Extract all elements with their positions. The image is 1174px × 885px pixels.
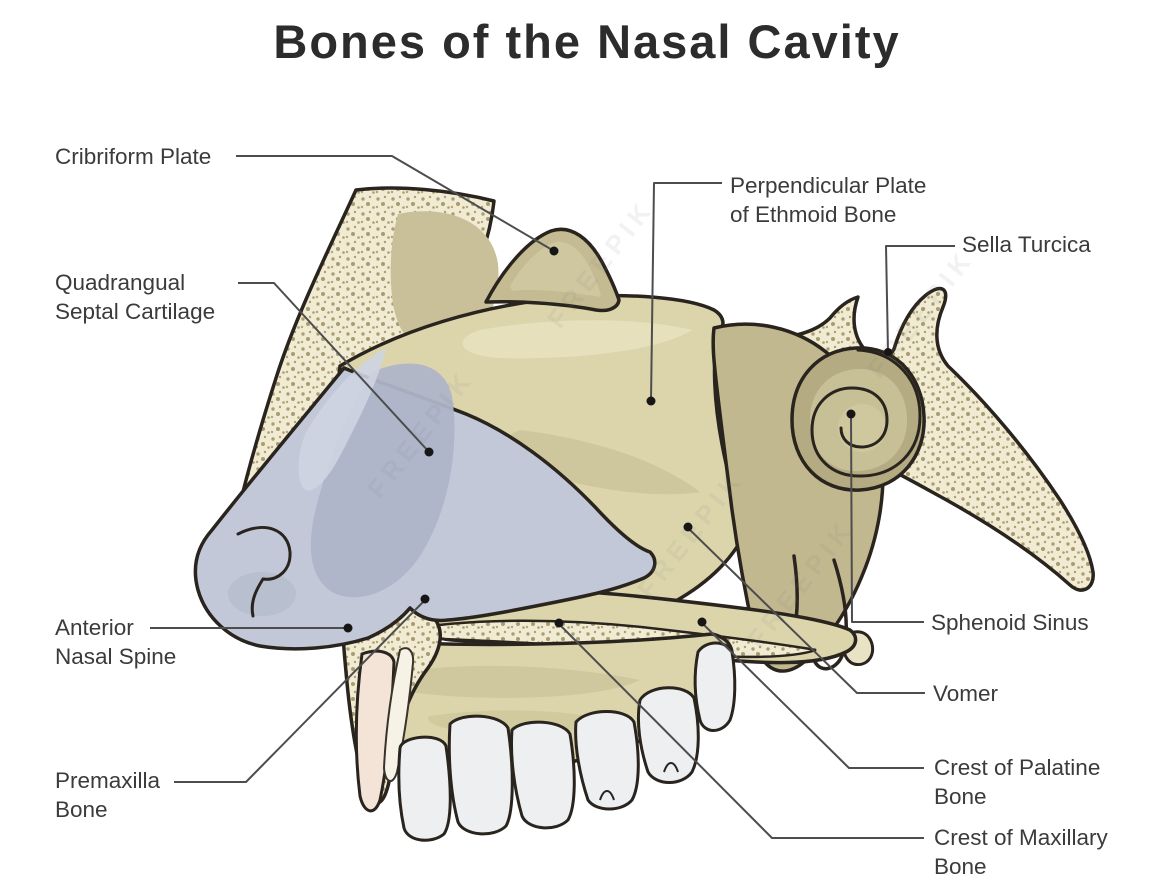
- leader-crest-maxillary: [558, 623, 924, 839]
- leader-dot: [343, 623, 353, 633]
- diagram-title: Bones of the Nasal Cavity: [273, 15, 901, 68]
- label-cribriform-plate: Cribriform Plate: [55, 142, 211, 171]
- leader-cribriform-plate: [236, 155, 555, 252]
- tooth: [693, 641, 737, 732]
- tooth: [447, 714, 514, 836]
- label-line: Bone: [934, 854, 987, 879]
- label-crest-of-palatine-bone: Crest of Palatine Bone: [934, 753, 1100, 811]
- sphenoid-sinus-swirl: [790, 346, 926, 492]
- leader-sphenoid-sinus: [850, 413, 924, 623]
- label-line: of Ethmoid Bone: [730, 202, 897, 227]
- label-line: Bone: [55, 797, 108, 822]
- label-line: Cribriform Plate: [55, 144, 212, 169]
- leader-vomer: [687, 527, 925, 694]
- leader-sella-turcica: [885, 245, 955, 353]
- label-line: Sella Turcica: [962, 232, 1091, 257]
- label-quadrangual-septal-cartilage: Quadrangual Septal Cartilage: [55, 268, 215, 326]
- label-line: Perpendicular Plate: [730, 173, 927, 198]
- label-dots-group: [343, 246, 892, 633]
- label-line: Anterior: [55, 615, 134, 640]
- leader-perpendicular-plate: [650, 182, 722, 402]
- label-line: Bone: [934, 784, 987, 809]
- label-line: Sphenoid Sinus: [931, 610, 1089, 635]
- label-line: Vomer: [933, 681, 999, 706]
- tooth: [574, 710, 640, 811]
- tooth: [397, 735, 452, 842]
- label-crest-of-maxillary-bone: Crest of Maxillary Bone: [934, 823, 1108, 881]
- label-line: Crest of Palatine: [934, 755, 1101, 780]
- septal-cartilage-shape: [193, 348, 657, 651]
- label-line: Crest of Maxillary: [934, 825, 1108, 850]
- label-anterior-nasal-spine: Anterior Nasal Spine: [55, 613, 176, 671]
- label-line: Nasal Spine: [55, 644, 177, 669]
- leader-lines-group: [150, 155, 955, 839]
- teeth-group: [397, 641, 737, 842]
- nostril-fold-line: [236, 526, 292, 618]
- tooth: [510, 720, 576, 830]
- label-line: Premaxilla: [55, 768, 161, 793]
- leader-premaxilla-bone: [174, 599, 426, 783]
- leader-dot: [846, 409, 856, 419]
- incisor-socket-shape: [382, 647, 415, 782]
- leader-dot: [420, 594, 430, 604]
- leader-dot: [646, 396, 656, 406]
- leader-dot: [697, 617, 707, 627]
- leader-dot: [884, 348, 892, 356]
- label-sphenoid-sinus: Sphenoid Sinus: [931, 608, 1089, 637]
- leader-quadrangual-septal: [238, 282, 430, 453]
- label-line: Quadrangual: [55, 270, 186, 295]
- label-sella-turcica: Sella Turcica: [962, 230, 1091, 259]
- leader-crest-palatine: [701, 622, 924, 769]
- label-vomer: Vomer: [933, 679, 998, 708]
- leader-dot: [549, 246, 559, 256]
- leader-dot: [683, 522, 693, 532]
- leader-dot: [554, 618, 564, 628]
- label-line: Septal Cartilage: [55, 299, 216, 324]
- label-perpendicular-plate: Perpendicular Plate of Ethmoid Bone: [730, 171, 926, 229]
- leader-dot: [424, 447, 434, 457]
- label-premaxilla-bone: Premaxilla Bone: [55, 766, 160, 824]
